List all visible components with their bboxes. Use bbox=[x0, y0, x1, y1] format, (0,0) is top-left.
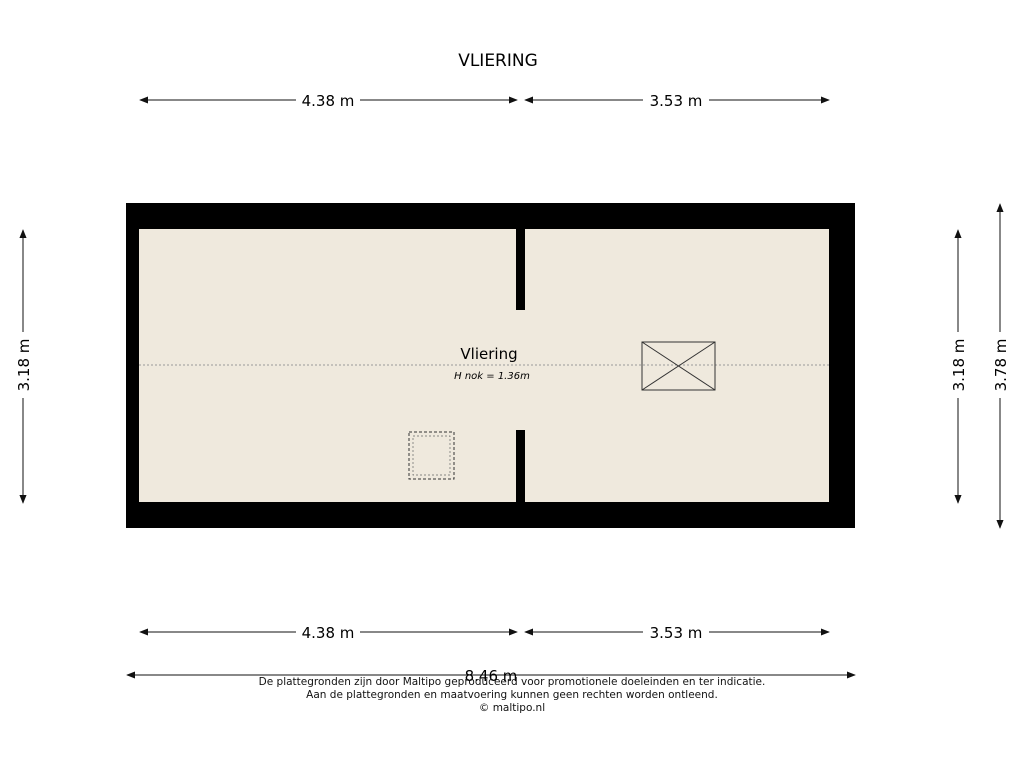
disclaimer-line-2: Aan de plattegronden en maatvoering kunn… bbox=[306, 689, 718, 701]
skylight-icon bbox=[641, 341, 716, 391]
room-name: Vliering bbox=[460, 345, 517, 363]
dimension-total-width-label: 8.46 m bbox=[465, 667, 518, 685]
dimension-left-height-label: 3.18 m bbox=[15, 339, 33, 392]
room-ridge-height: H nok = 1.36m bbox=[454, 371, 530, 382]
disclaimer-line-1: De plattegronden zijn door Maltipo gepro… bbox=[258, 676, 766, 688]
plan-title: VLIERING bbox=[458, 51, 538, 71]
dimension-right-outer-height-label: 3.78 m bbox=[992, 339, 1010, 392]
dimension-top-right-label: 3.53 m bbox=[650, 92, 703, 110]
dimension-right-outer-height: 3.78 m bbox=[992, 203, 1010, 529]
dimension-top-left-label: 4.38 m bbox=[302, 92, 355, 110]
interior-wall-top bbox=[516, 229, 525, 310]
dimension-bottom-left-label: 4.38 m bbox=[302, 624, 355, 642]
dimension-top-left: 4.38 m bbox=[139, 92, 518, 110]
dimension-right-inner-height-label: 3.18 m bbox=[950, 339, 968, 392]
dimension-bottom-right: 3.53 m bbox=[524, 624, 830, 642]
floor-opening bbox=[515, 310, 526, 430]
dimension-bottom-right-label: 3.53 m bbox=[650, 624, 703, 642]
interior-wall-bottom bbox=[516, 430, 525, 502]
dimension-top-right: 3.53 m bbox=[524, 92, 830, 110]
hatch-icon bbox=[408, 431, 455, 480]
disclaimer: De plattegronden zijn door Maltipo gepro… bbox=[212, 676, 812, 715]
dimension-right-inner-height: 3.18 m bbox=[950, 229, 968, 504]
dimension-bottom-left: 4.38 m bbox=[139, 624, 518, 642]
dimension-total-width: 8.46 m bbox=[126, 667, 856, 685]
dimension-left-height: 3.18 m bbox=[15, 229, 33, 504]
disclaimer-copyright: © maltipo.nl bbox=[478, 702, 546, 714]
